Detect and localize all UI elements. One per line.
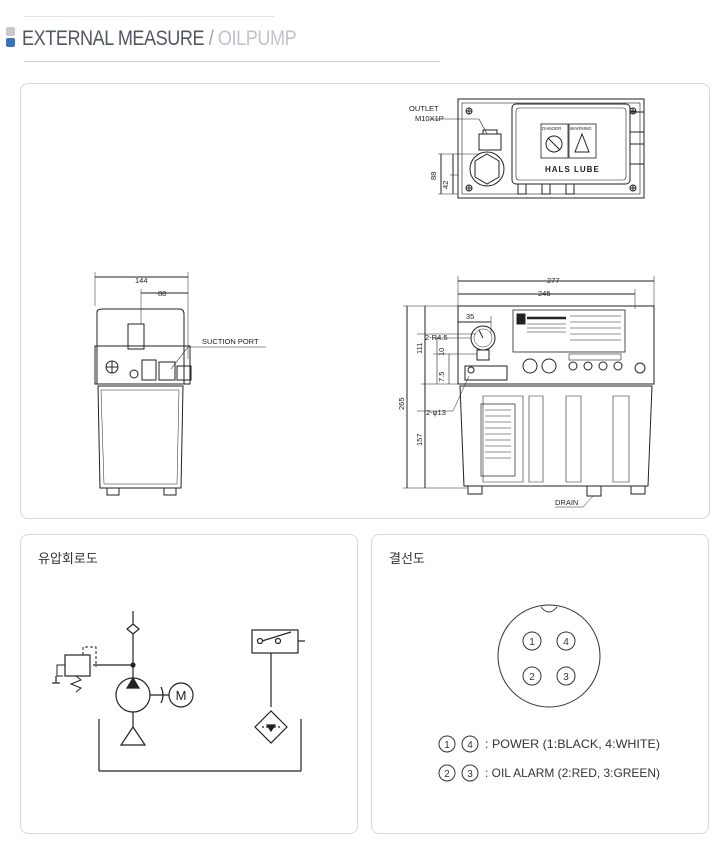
top-view-drawing [429,98,645,199]
measure-drawing: OUTLET M10X1P 88 42 HALS LUBE DANGER WAR… [94,98,655,508]
wiring-diagram-panel: 결선도 1 4 2 3 1 4 2 3 : POWER (1:BLACK, 4:… [371,534,709,834]
legend-power-text: : POWER (1:BLACK, 4:WHITE) [485,737,660,751]
pin-1 [522,631,542,651]
title-main: EXTERNAL MEASURE [22,27,205,50]
wiring-diagram-title: 결선도 [389,551,425,566]
front-dim-phi13: 2-φ13 [426,408,446,417]
side-view-drawing [94,272,266,496]
legend-1-pin-a: 1 [444,740,450,751]
front-dim-10: 10 [437,348,446,356]
legend-1-pin-b: 4 [467,740,473,751]
outlet-thread-label: M10X1P [415,114,444,123]
front-dim-111: 111 [415,343,424,354]
legend-2-pin-b: 3 [467,769,473,780]
brand-label: HALS LUBE [545,165,600,174]
page-title: EXTERNAL MEASURE / OILPUMP [22,27,297,51]
motor-symbol: M [176,688,187,703]
header-bullet-icon [6,27,16,47]
outlet-label: OUTLET [409,104,439,113]
connector-outline [497,604,601,708]
front-dim-245: 245 [538,289,551,298]
header-bottom-rule [24,61,440,62]
front-dim-265: 265 [397,397,406,410]
legend-2-pin-a: 2 [444,769,450,780]
front-dim-277: 277 [547,276,560,285]
connector-diagram: 1 4 2 3 1 4 2 3 : POWER (1:BLACK, 4:WHIT… [438,604,660,782]
title-sub: OILPUMP [217,27,297,50]
danger-label: DANGER [542,126,562,131]
front-dim-157: 157 [415,433,424,446]
top-dim-88: 88 [429,172,438,180]
pin-1-label: 1 [529,637,535,648]
pin-3-label: 3 [563,672,569,683]
hydraulic-circuit-diagram: M [52,611,305,772]
pin-4 [556,631,576,651]
hydraulic-circuit-panel: 유압회로도 [20,534,358,834]
front-dim-7-5: 7.5 [437,372,446,382]
hydraulic-circuit-title: 유압회로도 [38,551,98,566]
suction-port-label: SUCTION PORT [202,337,259,346]
front-dim-35: 35 [466,312,474,321]
pin-3 [556,666,576,686]
warning-label: WARNING [570,126,592,131]
pin-2-label: 2 [529,672,535,683]
side-dim-88: 88 [158,289,166,298]
pin-4-label: 4 [563,637,569,648]
front-view-drawing [403,276,655,508]
title-separator: / [204,27,218,50]
header-top-rule [24,16,274,17]
external-measure-panel: OUTLET M10X1P 88 42 HALS LUBE DANGER WAR… [20,83,710,519]
side-dim-144: 144 [135,276,148,285]
legend-alarm-text: : OIL ALARM (2:RED, 3:GREEN) [485,766,660,780]
front-dim-r45: 2-R4.5 [425,333,448,342]
drain-label: DRAIN [555,498,578,507]
pin-2 [522,666,542,686]
top-dim-42: 42 [441,181,450,189]
